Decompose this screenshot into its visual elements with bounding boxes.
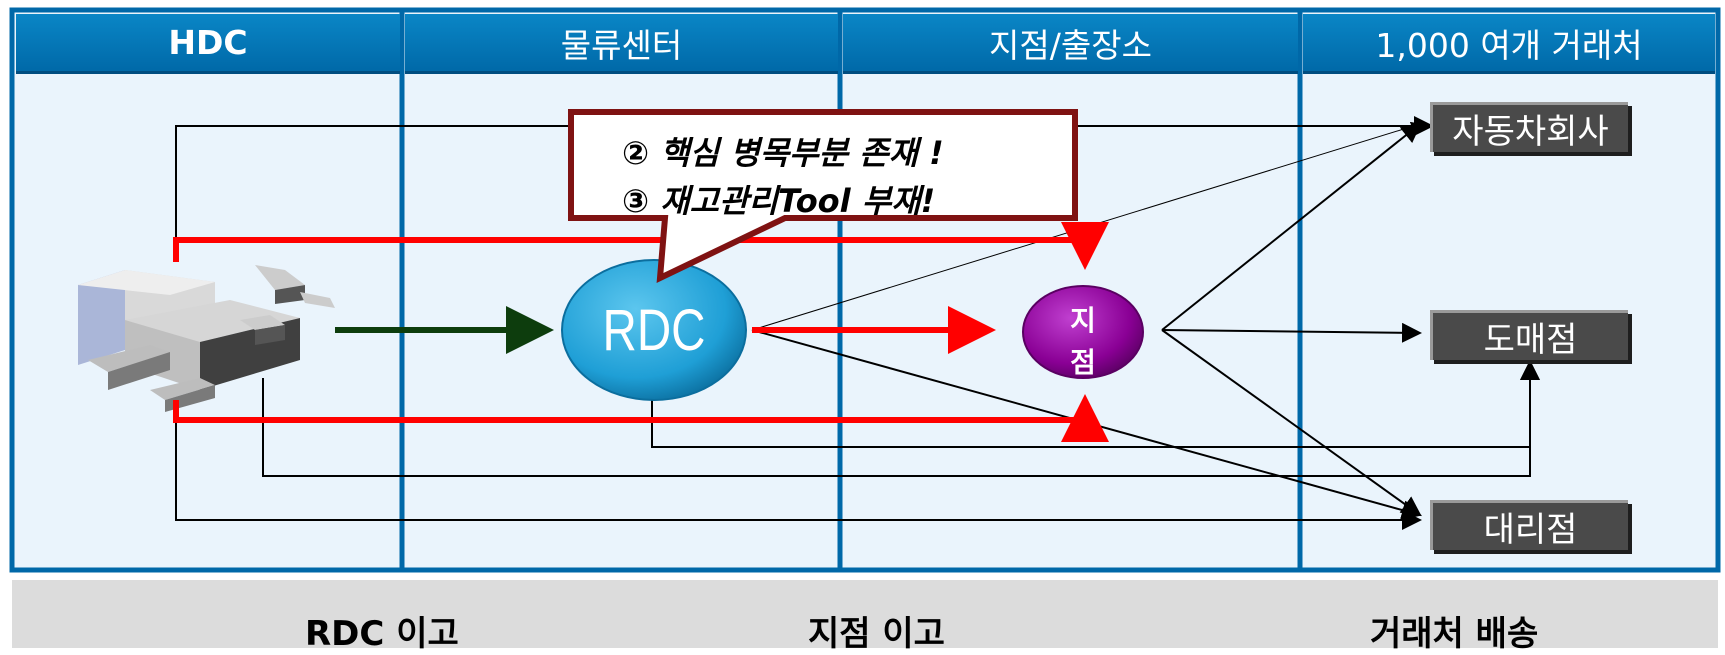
legend-label-customer-delivery: 거래처 배송 xyxy=(1370,614,1539,654)
diagram-panel xyxy=(9,7,1721,573)
legend-label-rdc-transfer: RDC 이고 xyxy=(305,614,459,654)
delivery-line-rdc-to-wholesale xyxy=(651,360,1540,448)
transfer-line-hdc-bottom xyxy=(173,394,1109,442)
rdc-label: RDC xyxy=(603,299,706,364)
branch-node xyxy=(1022,285,1144,379)
branch-label-line1: 지 xyxy=(1070,304,1096,337)
delivery-line-branch-to-automaker xyxy=(1161,122,1422,331)
delivery-line-branch-to-wholesale xyxy=(1161,322,1422,343)
customer-box-wholesale: 도매점 xyxy=(1430,310,1628,360)
column-header-customers: 1,000 여개 거래처 xyxy=(1303,14,1715,74)
transfer-line-hdc-top xyxy=(173,222,1109,270)
delivery-line-branch-to-agency xyxy=(1161,329,1422,517)
legend-label-branch-transfer: 지점 이고 xyxy=(808,614,945,654)
rdc-node xyxy=(561,259,747,401)
callout-line-1: ② 핵심 병목부분 존재 ! xyxy=(622,134,944,172)
column-header-logistics-center: 물류센터 xyxy=(405,14,838,74)
column-header-branch-office: 지점/출장소 xyxy=(843,14,1298,74)
branch-transfer-lines xyxy=(173,222,1109,442)
customer-box-automaker: 자동차회사 xyxy=(1430,102,1628,152)
legend-bar xyxy=(12,580,1718,648)
delivery-line-hdc-to-agency xyxy=(175,400,1422,530)
customer-box-agency: 대리점 xyxy=(1430,500,1628,550)
warehouse-icon xyxy=(78,265,335,412)
callout-line-2: ③ 재고관리Tool 부재! xyxy=(622,182,936,220)
callout-bubble xyxy=(568,109,1078,283)
column-header-hdc: HDC xyxy=(16,14,400,74)
branch-label-line2: 점 xyxy=(1070,346,1096,379)
